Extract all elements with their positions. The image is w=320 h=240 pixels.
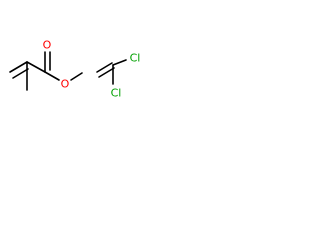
chlorine-atom-lower: Cl [111, 87, 122, 100]
carbonyl-oxygen-atom: O [43, 39, 52, 52]
ester-oxygen-atom: O [61, 78, 70, 91]
bond-ester-oxygen [44, 71, 60, 81]
bond-vinylidene-double-b [98, 67, 115, 78]
bond-carbonyl-carbon [26, 61, 46, 73]
bond-vinyl-double-b [12, 68, 29, 79]
structure-drawing: O O Cl Cl [9, 39, 141, 100]
methyl-methacrylate-structure: O O [9, 39, 83, 91]
structure-canvas: O O Cl Cl [0, 0, 150, 150]
bond-ester-methyl [70, 72, 83, 81]
bond-vinylidene-double-a [96, 62, 113, 73]
vinylidene-chloride-structure: Cl Cl [96, 52, 141, 100]
chlorine-atom-upper: Cl [130, 52, 141, 65]
bond-chlorine-upper [112, 59, 127, 66]
bond-vinyl-double-a [9, 61, 28, 73]
